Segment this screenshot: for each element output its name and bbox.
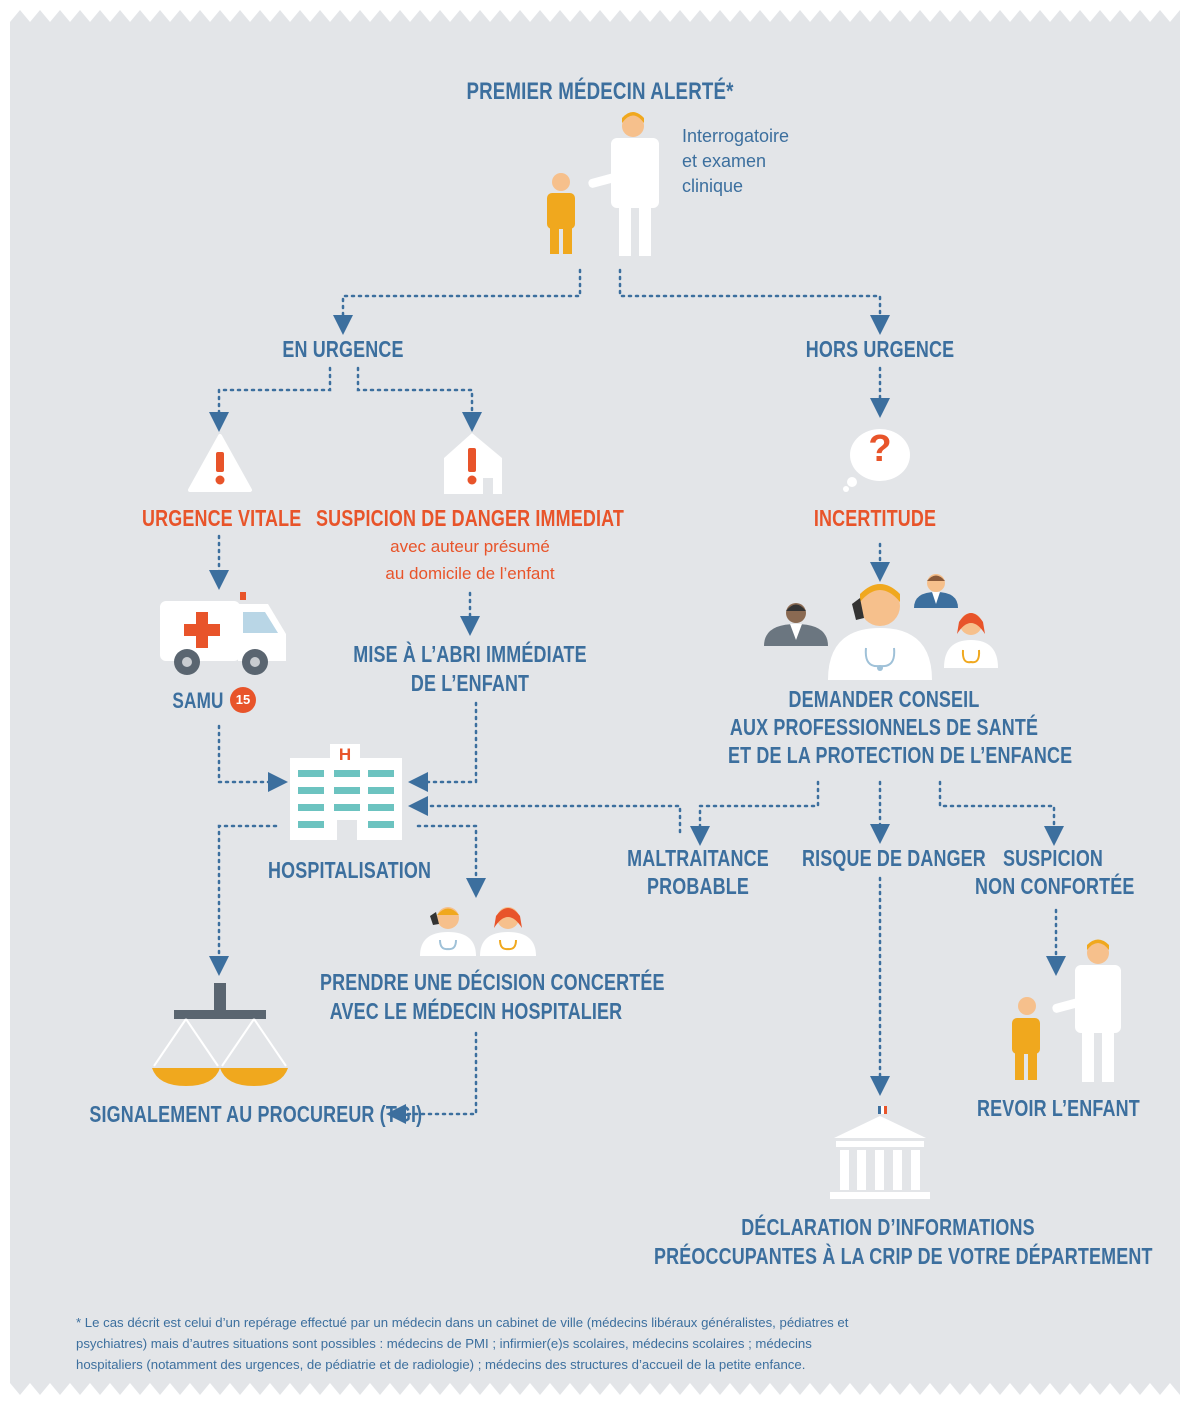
- danger-title: SUSPICION DE DANGER IMMEDIAT: [315, 505, 625, 531]
- incertitude-label: INCERTITUDE: [813, 505, 937, 531]
- intro-line-2: et examen: [682, 151, 767, 171]
- risque-danger-label: RISQUE DE DANGER: [802, 845, 986, 871]
- footnote: * Le cas décrit est celui d’un repérage …: [76, 1312, 1146, 1375]
- branch-urgent: EN URGENCE: [282, 336, 404, 362]
- footnote-line-1: * Le cas décrit est celui d’un repérage …: [76, 1315, 849, 1330]
- maltraitance-line-2: PROBABLE: [647, 873, 749, 899]
- hospital-icon: [290, 744, 402, 840]
- intro-line-3: clinique: [682, 176, 744, 196]
- two-doctors-icon: [420, 907, 536, 956]
- hospital-sign: H: [338, 745, 352, 764]
- warning-triangle-icon: [188, 434, 252, 492]
- intro-line-1: Interrogatoire: [682, 126, 790, 146]
- revoir-enfant-label: REVOIR L’ENFANT: [977, 1095, 1140, 1121]
- page-title: PREMIER MÉDECIN ALERTÉ*: [466, 78, 734, 105]
- house-warning-icon: [444, 433, 502, 494]
- institution-building-icon: [830, 1106, 930, 1199]
- declaration-line-1: DÉCLARATION D’INFORMATIONS: [741, 1214, 1035, 1240]
- decision-line-1: PRENDRE UNE DÉCISION CONCERTÉE: [320, 969, 665, 995]
- scales-of-justice-icon: [152, 983, 288, 1086]
- professionals-group-icon: [764, 574, 998, 680]
- danger-sub-line-2: au domicile de l’enfant: [385, 564, 555, 583]
- zigzag-bottom-edge: [10, 1383, 1180, 1395]
- mise-abri-line-1: MISE À L’ABRI IMMÉDIATE: [353, 641, 587, 667]
- background-panel: [10, 22, 1180, 1383]
- decision-line-2: AVEC LE MÉDECIN HOSPITALIER: [329, 998, 623, 1024]
- samu-number: 15: [235, 692, 251, 707]
- connectors: [209, 268, 1066, 1124]
- footnote-line-2: psychiatres) mais d’autres situations so…: [76, 1336, 812, 1351]
- intro-text: Interrogatoire et examen clinique: [682, 124, 789, 199]
- suspicion-line-1: SUSPICION: [1002, 845, 1104, 871]
- footnote-line-3: hospitaliers (notamment des urgences, de…: [76, 1357, 806, 1372]
- mise-abri-line-2: DE L’ENFANT: [410, 670, 530, 696]
- samu-number-badge: [230, 687, 256, 713]
- declaration-line-2: PRÉOCCUPANTES À LA CRIP DE VOTRE DÉPARTE…: [654, 1243, 1153, 1269]
- suspicion-line-2: NON CONFORTÉE: [975, 873, 1135, 899]
- urgence-vitale-label: URGENCE VITALE: [142, 505, 302, 531]
- signalement-label: SIGNALEMENT AU PROCUREUR (TGI): [89, 1101, 423, 1127]
- question-bubble-icon: [843, 429, 910, 492]
- hospitalisation-label: HOSPITALISATION: [268, 857, 432, 883]
- danger-sub-line-1: avec auteur présumé: [390, 537, 550, 556]
- branch-non-urgent: HORS URGENCE: [805, 336, 955, 362]
- doctor-child-revisit-icon: [1012, 939, 1121, 1082]
- conseil-line-2: AUX PROFESSIONNELS DE SANTÉ: [729, 714, 1039, 740]
- maltraitance-line-1: MALTRAITANCE: [627, 845, 769, 871]
- question-mark: ?: [868, 428, 892, 470]
- conseil-line-3: ET DE LA PROTECTION DE L’ENFANCE: [728, 742, 1073, 768]
- ambulance-icon: [160, 592, 286, 675]
- zigzag-top-edge: [10, 10, 1180, 22]
- conseil-line-1: DEMANDER CONSEIL: [788, 686, 980, 712]
- doctor-child-icon: [547, 112, 659, 256]
- samu-label: SAMU: [172, 688, 224, 713]
